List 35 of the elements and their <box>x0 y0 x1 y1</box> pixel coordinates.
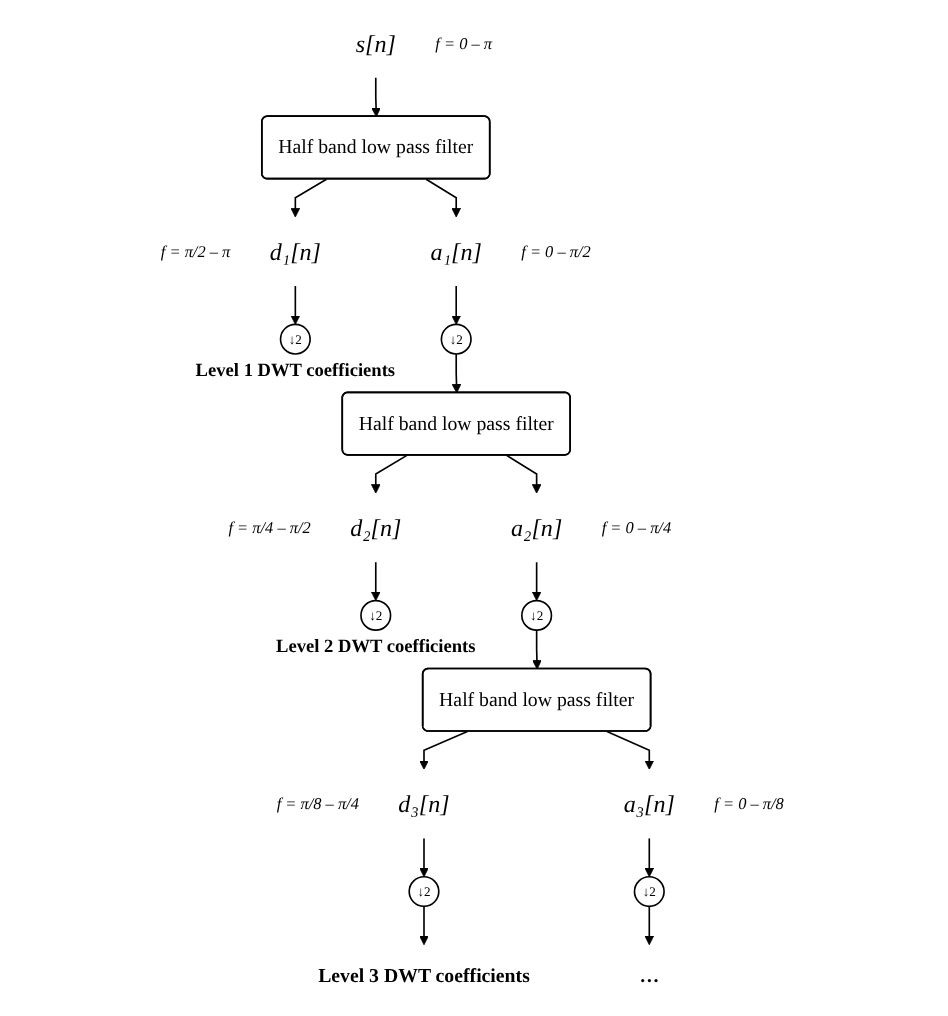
node-text: … <box>640 964 660 987</box>
arrow <box>606 730 655 770</box>
level-caption: Level 1 DWT coefficients <box>196 361 396 382</box>
arrow <box>645 905 655 946</box>
node-text: a₃[n] <box>624 790 676 818</box>
arrow <box>372 77 382 118</box>
node-text: d₂[n] <box>350 514 403 542</box>
arrow <box>506 454 543 494</box>
node-text: a₁[n] <box>431 237 483 266</box>
node-text: d₃[n] <box>399 790 451 818</box>
frequency-label: f = π/4 – π/2 <box>229 519 312 538</box>
frequency-label: f = 0 – π <box>436 34 493 53</box>
arrow <box>426 178 462 218</box>
node-text: a₂[n] <box>511 514 564 542</box>
node-text: s[n] <box>356 29 397 57</box>
arrow <box>371 561 382 602</box>
arrow <box>371 454 409 494</box>
arrow <box>645 837 655 878</box>
frequency-label: f = 0 – π/8 <box>715 795 785 814</box>
frequency-label: f = π/8 – π/4 <box>277 795 360 814</box>
arrow <box>532 561 543 602</box>
arrow <box>532 629 543 670</box>
frequency-label: f = 0 – π/2 <box>522 243 592 261</box>
arrow <box>420 837 430 878</box>
frequency-label: f = π/2 – π <box>161 243 232 261</box>
node-text: Level 3 DWT coefficients <box>318 964 531 987</box>
arrow <box>420 905 430 946</box>
level-caption: Level 2 DWT coefficients <box>276 638 477 659</box>
node-text: d₁[n] <box>270 237 322 266</box>
arrow <box>452 353 463 394</box>
arrow <box>291 178 329 218</box>
arrow <box>420 730 470 770</box>
arrow <box>291 285 301 325</box>
frequency-label: f = 0 – π/4 <box>602 519 672 538</box>
arrow <box>452 285 462 325</box>
